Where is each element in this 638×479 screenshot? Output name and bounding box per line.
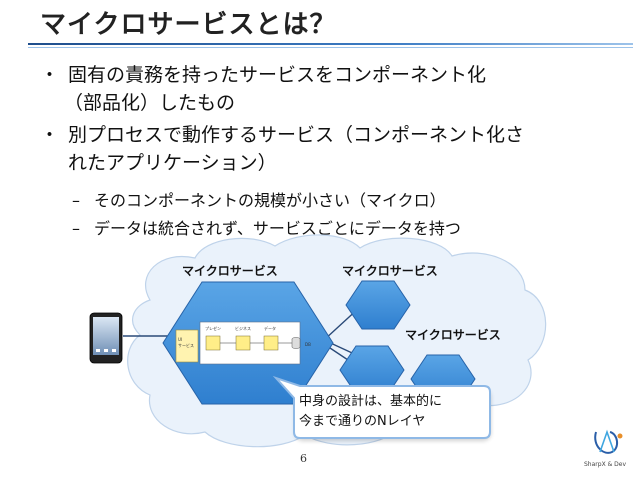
bullet-2-line-1: 別プロセスで動作するサービス（コンポーネント化さ xyxy=(68,124,525,146)
bullet-1-line-1: 固有の責務を持ったサービスをコンポーネント化 xyxy=(68,64,487,86)
sub-bullet-1-text: そのコンポーネントの規模が小さい（マイクロ） xyxy=(94,191,446,210)
sub-bullet-dash: – xyxy=(72,219,80,238)
slide-title: マイクロサービスとは？ xyxy=(40,10,337,40)
title-underline xyxy=(28,43,633,45)
callout-text: 中身の設計は、基本的に 今まで通りのNレイヤ xyxy=(299,392,442,432)
box-business-label: ビジネス xyxy=(235,325,251,331)
service-label-3: マイクロサービス xyxy=(405,328,501,342)
logo-caption: SharpX & Dev xyxy=(584,461,627,468)
sub-bullet-2-text: データは統合されず、サービスごとにデータを持つ xyxy=(94,219,461,238)
service-label-2: マイクロサービス xyxy=(342,264,438,278)
bullet-1-line-2: （部品化）したもの xyxy=(64,92,236,114)
box-ui-label-2: サービス xyxy=(178,342,194,348)
bullet-mark: ・ xyxy=(40,64,60,86)
box-ui-label: UI xyxy=(178,337,182,342)
service-label-1: マイクロサービス xyxy=(182,264,278,278)
sub-bullet-1: –そのコンポーネントの規模が小さい（マイクロ） xyxy=(72,190,446,212)
callout-line-1: 中身の設計は、基本的に xyxy=(299,394,443,409)
company-logo-icon xyxy=(594,429,623,454)
page-number: 6 xyxy=(300,452,307,465)
box-db-label: DB xyxy=(305,342,311,347)
sub-bullet-2: –データは統合されず、サービスごとにデータを持つ xyxy=(72,218,461,240)
hexagon-top xyxy=(345,280,411,330)
bullet-2-line-2: れたアプリケーション） xyxy=(68,152,277,174)
bullet-mark: ・ xyxy=(40,124,60,146)
n-layer-stack: UI サービス プレゼン ビジネス データ DB xyxy=(175,321,311,365)
callout-bubble xyxy=(272,375,491,441)
title-underline-thin xyxy=(28,47,633,48)
callout-line-2: 今まで通りのNレイヤ xyxy=(299,414,426,429)
box-data-label: データ xyxy=(264,325,276,331)
box-presentation-label: プレゼン xyxy=(205,325,221,331)
sub-bullet-dash: – xyxy=(72,191,80,210)
smartphone-icon xyxy=(89,312,123,364)
